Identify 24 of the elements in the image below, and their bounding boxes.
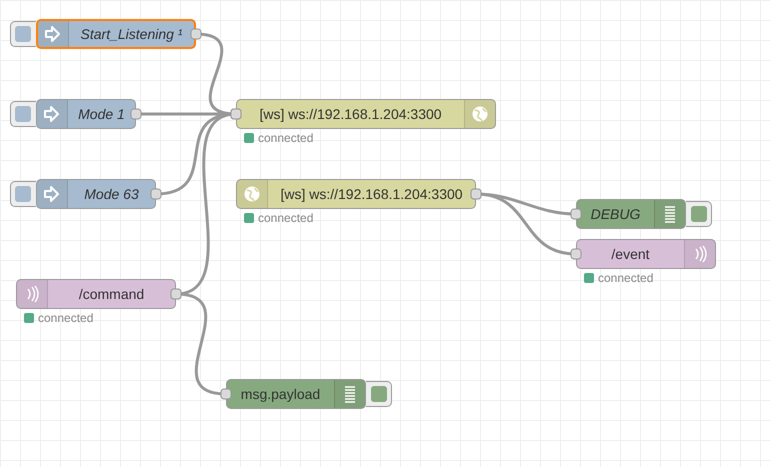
node-label: DEBUG	[590, 206, 642, 222]
node-label: /event	[610, 246, 651, 262]
flow-node	[16, 279, 176, 309]
status-text: connected	[598, 271, 654, 285]
node-label: Mode 63	[83, 186, 140, 202]
node-label: Mode 1	[77, 106, 126, 122]
flow-node	[576, 239, 716, 269]
status-text: connected	[258, 211, 314, 225]
flow-node	[236, 99, 496, 129]
node-label: msg.payload	[240, 386, 322, 402]
flow-node	[226, 379, 366, 409]
flow-node	[576, 199, 686, 229]
node-label: [ws] ws://192.168.1.204:3300	[258, 106, 443, 122]
flow-node	[236, 179, 476, 209]
wire	[470, 188, 582, 260]
flow-node	[36, 99, 136, 129]
flow-node	[36, 19, 196, 49]
status-text: connected	[38, 311, 94, 325]
wire	[170, 288, 232, 400]
node-label: Start_Listening ¹	[80, 26, 184, 42]
node-label: /command	[78, 286, 146, 302]
status-text: connected	[258, 131, 314, 145]
node-label: [ws] ws://192.168.1.204:3300	[279, 186, 464, 202]
flow-node	[36, 179, 156, 209]
